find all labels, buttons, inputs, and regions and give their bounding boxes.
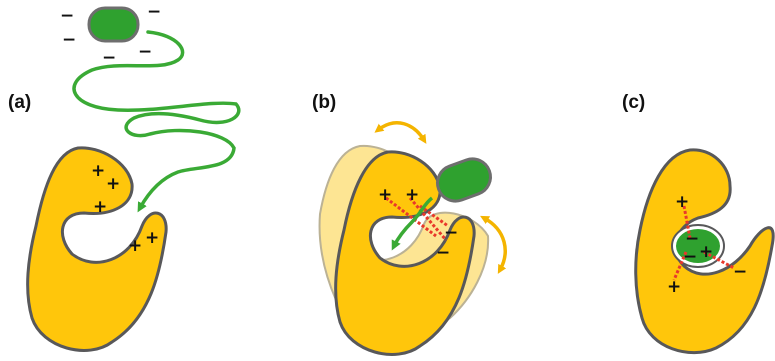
- ligand-a-charge-3: −: [62, 30, 76, 50]
- ligand-b-charge-2: −: [436, 243, 450, 263]
- ligand-c-charge-2: −: [683, 247, 697, 267]
- panel-b: (b) + + − −: [312, 92, 505, 354]
- conformation-arrow-top: [378, 123, 424, 140]
- receptor-c-charge-1: +: [675, 192, 689, 212]
- ligand-a-charge-5: −: [138, 42, 152, 62]
- panel-a-label: (a): [8, 92, 31, 113]
- receptor-a-charge-4: +: [145, 228, 159, 248]
- panel-b-label: (b): [312, 92, 336, 113]
- receptor-b-charge-2: +: [405, 185, 419, 205]
- receptor-a-charge-5: +: [128, 236, 142, 256]
- panel-a: (a) − − − − − + + + + +: [8, 2, 239, 350]
- ligand-a-charge-2: −: [147, 2, 161, 22]
- ligand-a-charge-1: −: [60, 6, 74, 26]
- receptor-a-charge-1: +: [91, 161, 105, 181]
- receptor-b-charge-1: +: [378, 185, 392, 205]
- ligand-c-charge-1: −: [685, 229, 699, 249]
- receptor-a-charge-3: +: [93, 197, 107, 217]
- ligand-b: [432, 154, 495, 206]
- panel-c: (c) + + − − − +: [622, 92, 773, 353]
- ligand-c-charge-3: +: [699, 242, 713, 262]
- receptor-c-charge-2: +: [667, 277, 681, 297]
- receptor-a-charge-2: +: [106, 174, 120, 194]
- panel-c-label: (c): [622, 92, 645, 113]
- ligand-a: [89, 8, 138, 41]
- receptor-c-charge-3: −: [733, 262, 747, 282]
- ligand-b-charge-1: −: [444, 223, 458, 243]
